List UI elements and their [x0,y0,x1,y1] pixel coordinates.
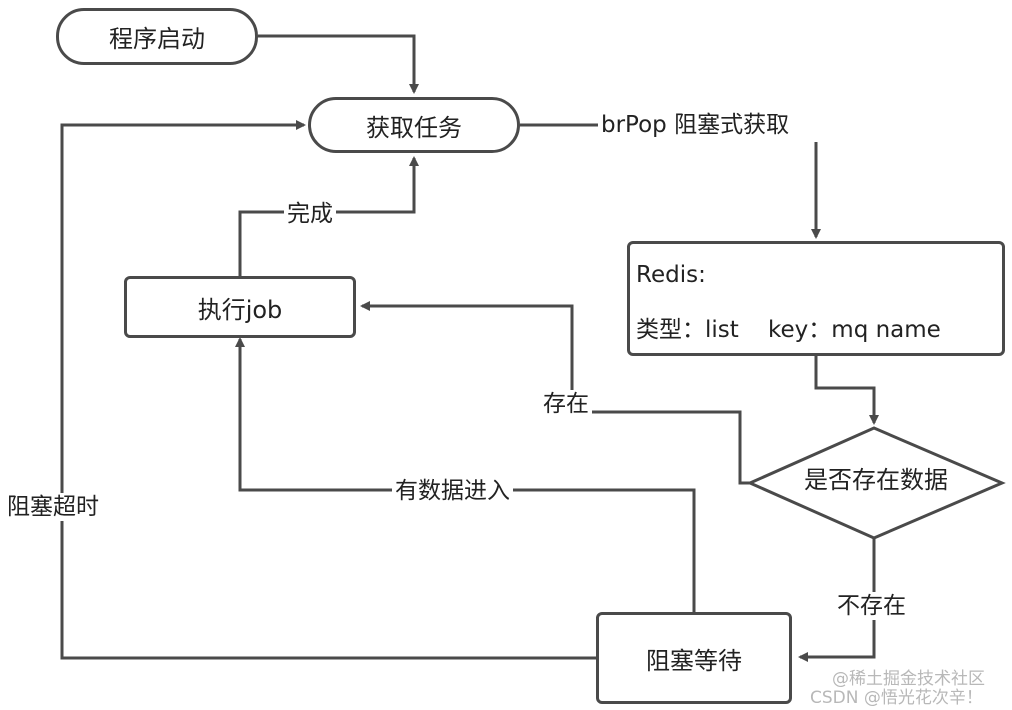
edge-label-exists: 存在 [540,390,592,418]
redis-node: Redis: 类型：list key：mq name [627,241,1005,356]
redis-title: Redis: [636,262,706,288]
edge-label-timeout: 阻塞超时 [4,493,102,521]
edge-wait-timeout-to-fetch [60,120,598,660]
edge-redis-to-decision [814,356,879,425]
edge-decision-notexists-to-wait [798,538,876,662]
edge-wait-datain-to-execute [235,337,696,612]
decision-label: 是否存在数据 [804,466,948,494]
edge-label-done: 完成 [284,200,336,228]
watermark-line2: CSDN @悟光花次辛！ [810,688,983,708]
edge-label-data-in: 有数据进入 [392,477,513,505]
edge-label-not-exists: 不存在 [834,592,909,620]
watermark-line1: @稀土掘金技术社区 [832,669,985,689]
edge-decision-exists-to-execute [360,301,750,485]
fetch-task-node: 获取任务 [308,97,520,153]
redis-detail: 类型：list key：mq name [636,317,941,343]
block-wait-node: 阻塞等待 [596,612,792,704]
execute-job-node: 执行job [124,276,356,338]
edge-start-to-fetch [258,34,419,94]
decision-diamond [746,426,1006,540]
edge-label-brpop: brPop 阻塞式获取 [598,111,793,139]
start-node: 程序启动 [56,8,258,65]
